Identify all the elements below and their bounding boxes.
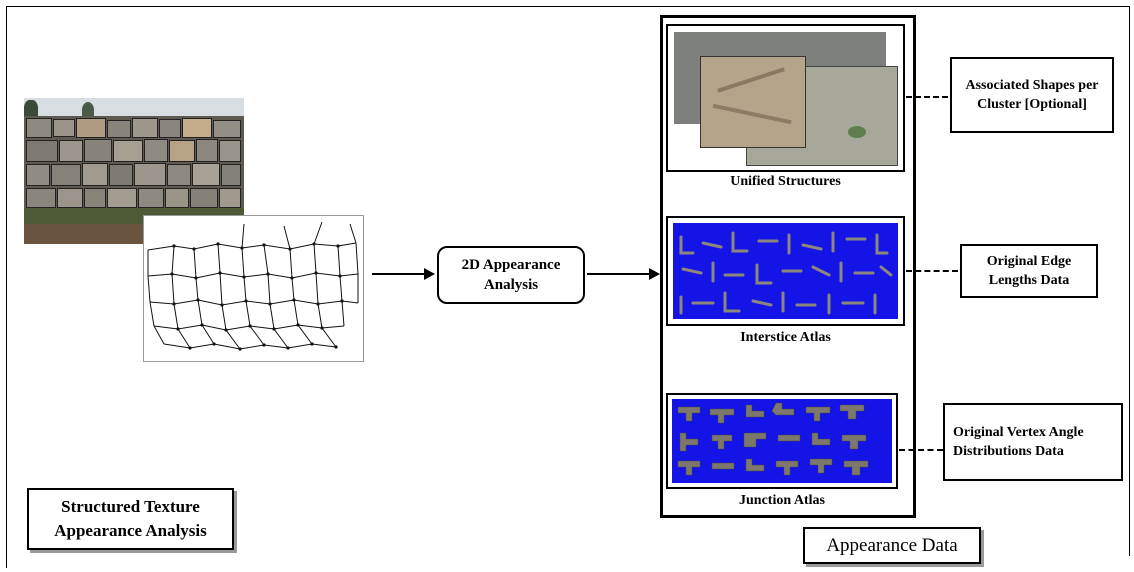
vertex-angle-note: Original Vertex Angle Distributions Data — [943, 403, 1123, 481]
process-label: 2D Appearance Analysis — [461, 257, 561, 293]
structure-graph-image — [143, 215, 364, 362]
process-box: 2D Appearance Analysis — [437, 246, 585, 304]
unified-structures-connector — [906, 96, 948, 98]
frame-top-border — [6, 6, 1130, 7]
interstice-atlas-caption: Interstice Atlas — [740, 330, 831, 345]
appearance-data-label: Appearance Data — [826, 534, 958, 556]
input-to-process-arrow — [372, 273, 426, 275]
appearance-data-label-box: Appearance Data — [803, 527, 981, 564]
graph-drawing — [147, 221, 359, 351]
associated-shapes-label: Associated Shapes per Cluster [Optional] — [965, 78, 1099, 112]
associated-shapes-note: Associated Shapes per Cluster [Optional] — [950, 57, 1114, 133]
edge-lengths-label: Original Edge Lengths Data — [986, 254, 1072, 288]
edge-lengths-note: Original Edge Lengths Data — [960, 244, 1098, 298]
unified-structures-caption: Unified Structures — [730, 174, 841, 189]
process-to-output-arrowhead — [649, 268, 660, 280]
vertex-angle-label: Original Vertex Angle Distributions Data — [953, 425, 1084, 459]
process-to-output-arrow — [587, 273, 651, 275]
frame-left-border — [6, 6, 7, 568]
junction-atlas-connector — [899, 449, 943, 451]
interstice-atlas-image — [666, 216, 905, 326]
interstice-strokes — [679, 231, 893, 315]
junction-atlas-caption: Junction Atlas — [739, 493, 825, 508]
interstice-atlas-connector — [906, 270, 958, 272]
junction-atlas-image — [666, 393, 898, 489]
input-to-process-arrowhead — [424, 268, 435, 280]
junction-shapes — [677, 402, 869, 476]
unified-structures-image — [666, 24, 905, 172]
method-title-box: Structured Texture Appearance Analysis — [27, 488, 234, 550]
frame-right-border — [1129, 6, 1130, 556]
method-title-label: Structured Texture Appearance Analysis — [54, 497, 207, 540]
